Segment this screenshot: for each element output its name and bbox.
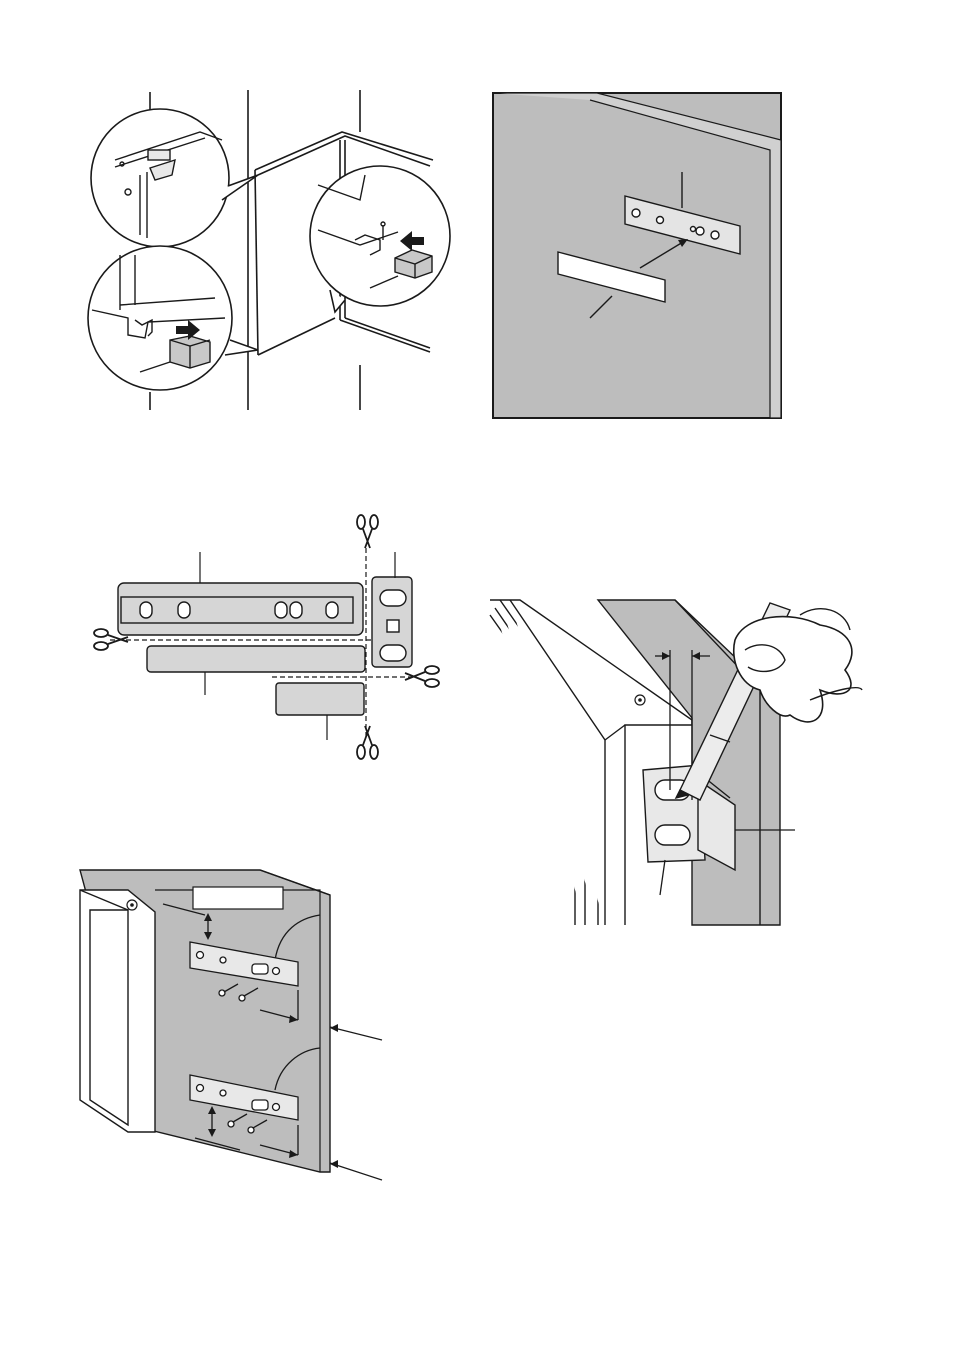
screw-icon xyxy=(227,1113,268,1134)
figure-cut-template-parts xyxy=(93,514,440,760)
scissors-icon xyxy=(404,665,440,688)
figure-guide-marking-on-door xyxy=(492,92,782,419)
scissors-icon xyxy=(93,628,129,651)
screw-icon xyxy=(218,983,259,1002)
figure-screw-mounting xyxy=(79,869,383,1181)
figure-pencil-marking xyxy=(489,599,863,926)
scissors-icon xyxy=(356,725,379,760)
figure-spacer-install xyxy=(87,90,451,410)
scissors-icon xyxy=(356,514,379,549)
